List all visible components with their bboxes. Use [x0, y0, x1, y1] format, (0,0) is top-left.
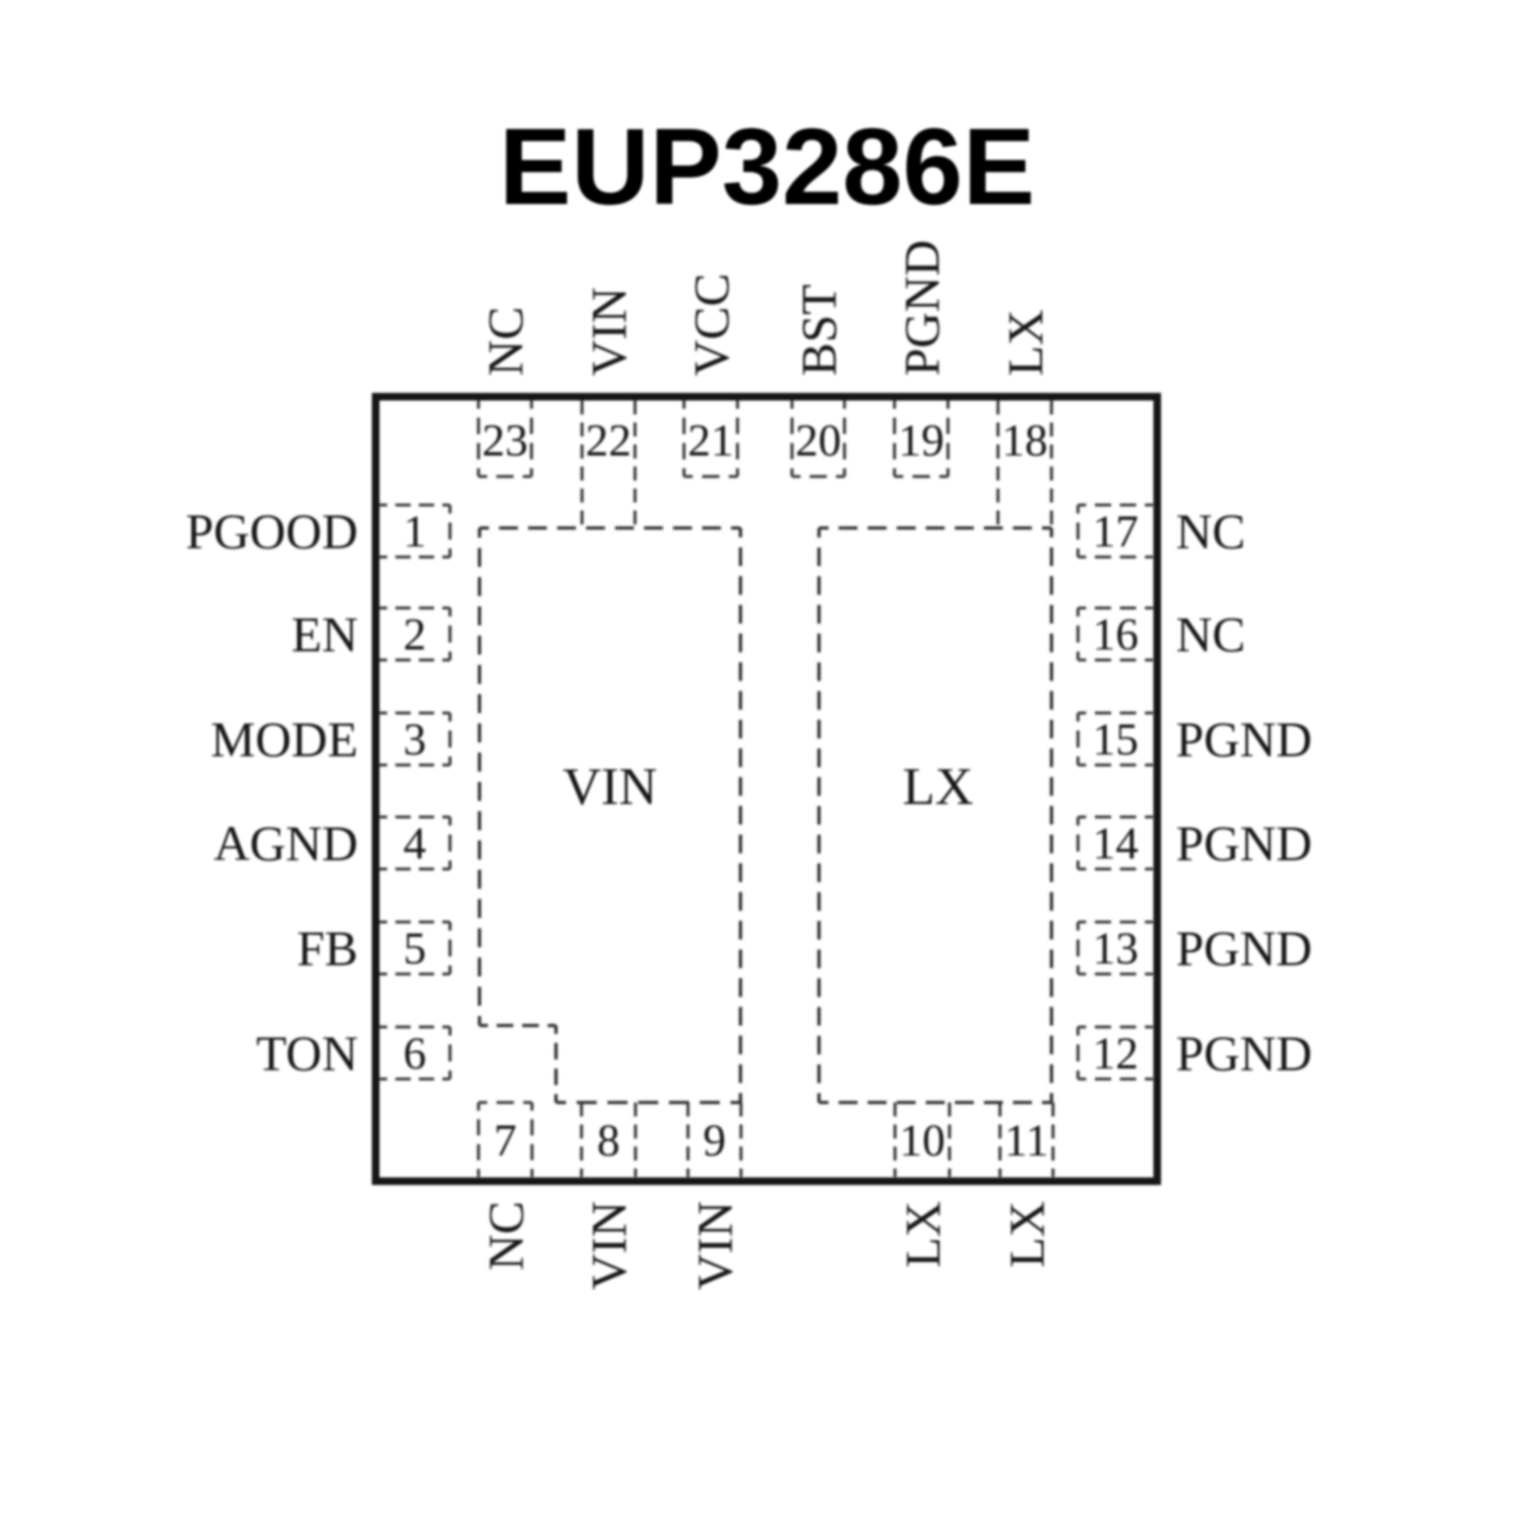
svg-text:FB: FB	[297, 920, 358, 976]
svg-text:12: 12	[1093, 1028, 1139, 1079]
svg-text:EN: EN	[291, 606, 358, 662]
svg-text:4: 4	[403, 818, 426, 869]
svg-text:LX: LX	[999, 1201, 1055, 1268]
svg-text:2: 2	[403, 609, 426, 660]
svg-text:LX: LX	[894, 1201, 950, 1268]
svg-text:19: 19	[898, 415, 944, 466]
svg-text:EUP3286E: EUP3286E	[499, 106, 1035, 228]
svg-text:5: 5	[403, 923, 426, 974]
svg-text:20: 20	[795, 415, 841, 466]
svg-text:23: 23	[482, 415, 528, 466]
svg-text:1: 1	[403, 506, 426, 557]
svg-text:LX: LX	[903, 758, 974, 816]
svg-text:PGOOD: PGOOD	[186, 503, 358, 559]
svg-text:NC: NC	[477, 1201, 533, 1270]
svg-text:22: 22	[586, 415, 632, 466]
svg-text:VIN: VIN	[581, 287, 637, 376]
svg-text:TON: TON	[256, 1025, 358, 1081]
svg-text:VIN: VIN	[581, 1201, 637, 1290]
svg-text:3: 3	[403, 714, 426, 765]
svg-text:17: 17	[1093, 506, 1139, 557]
svg-text:PGND: PGND	[1176, 711, 1312, 767]
svg-text:PGND: PGND	[1176, 815, 1312, 871]
svg-text:9: 9	[703, 1115, 726, 1166]
svg-text:AGND: AGND	[214, 815, 358, 871]
svg-text:8: 8	[597, 1115, 620, 1166]
svg-text:6: 6	[403, 1028, 426, 1079]
svg-text:LX: LX	[997, 309, 1053, 376]
svg-text:VCC: VCC	[683, 273, 739, 376]
svg-text:18: 18	[1002, 415, 1048, 466]
svg-text:BST: BST	[790, 284, 846, 376]
svg-text:NC: NC	[477, 307, 533, 376]
svg-text:PGND: PGND	[1176, 920, 1312, 976]
svg-text:13: 13	[1093, 923, 1139, 974]
svg-text:14: 14	[1093, 818, 1139, 869]
svg-text:21: 21	[688, 415, 734, 466]
svg-text:11: 11	[1004, 1115, 1048, 1166]
svg-text:VIN: VIN	[563, 758, 657, 816]
svg-text:NC: NC	[1176, 503, 1245, 559]
svg-text:10: 10	[899, 1115, 945, 1166]
svg-text:VIN: VIN	[687, 1201, 743, 1290]
svg-text:PGND: PGND	[893, 240, 949, 376]
svg-text:16: 16	[1093, 609, 1139, 660]
svg-text:MODE: MODE	[211, 711, 358, 767]
svg-text:PGND: PGND	[1176, 1025, 1312, 1081]
svg-text:NC: NC	[1176, 606, 1245, 662]
svg-text:7: 7	[494, 1115, 517, 1166]
svg-text:15: 15	[1093, 714, 1139, 765]
